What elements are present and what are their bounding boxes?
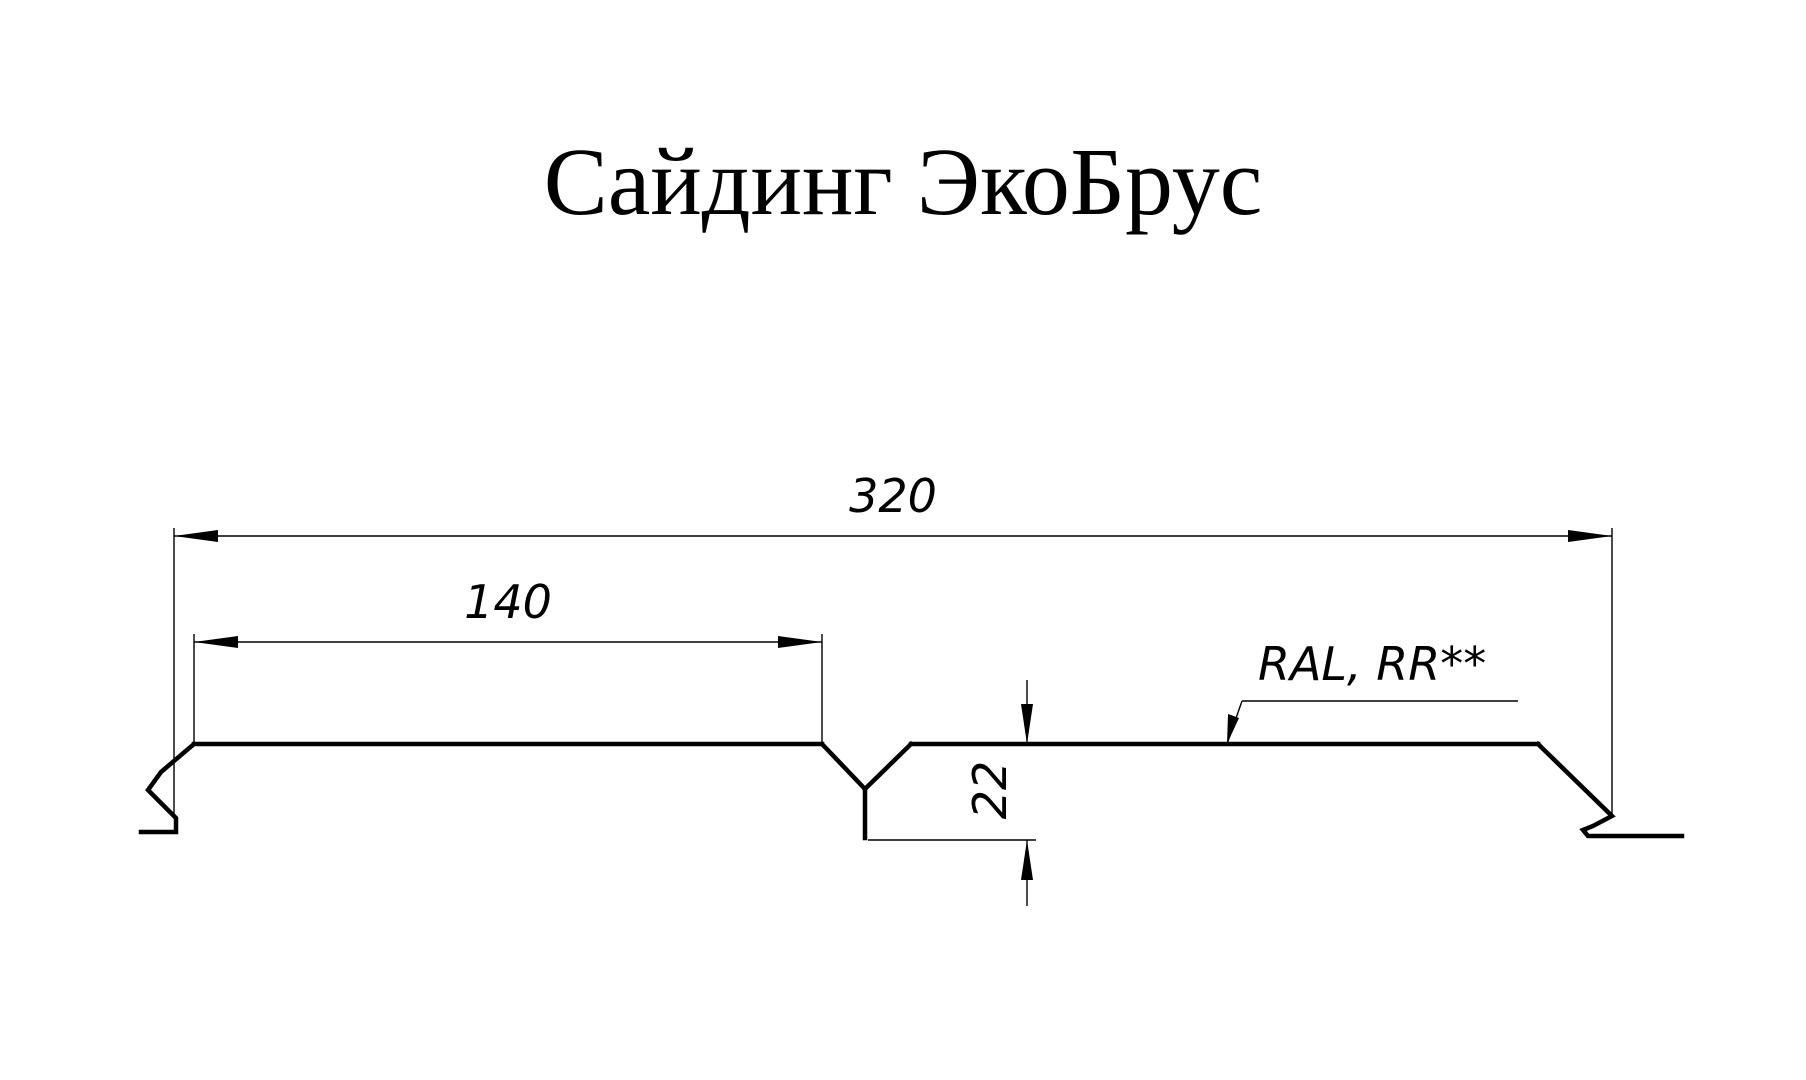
- dimension-label-height: 22: [963, 761, 1017, 820]
- center-v-groove: [818, 740, 868, 841]
- arrowhead-height-top: [1021, 704, 1033, 744]
- arrowhead-right: [1568, 530, 1612, 542]
- dimension-height: 22: [868, 680, 1036, 906]
- drawing-title: Сайдинг ЭкоБрус: [544, 128, 1263, 235]
- coating-leader: RAL, RR**: [1226, 637, 1518, 745]
- coating-note: RAL, RR**: [1258, 637, 1486, 691]
- profile-outline: [138, 740, 1685, 841]
- arrowhead-left: [174, 530, 218, 542]
- dimension-panel: 140: [193, 575, 823, 744]
- center-v-groove-right: [861, 740, 915, 793]
- left-lock-edge: [138, 740, 198, 835]
- arrowhead-height-bottom: [1021, 840, 1033, 880]
- arrowhead-panel-right: [778, 636, 822, 648]
- right-lock-edge: [1534, 740, 1685, 839]
- arrowhead-panel-left: [194, 636, 238, 648]
- dimension-label-overall: 320: [849, 469, 937, 523]
- dimension-overall: 320: [173, 469, 1613, 818]
- dimension-label-panel: 140: [464, 575, 552, 629]
- leader-arrowhead: [1227, 714, 1239, 744]
